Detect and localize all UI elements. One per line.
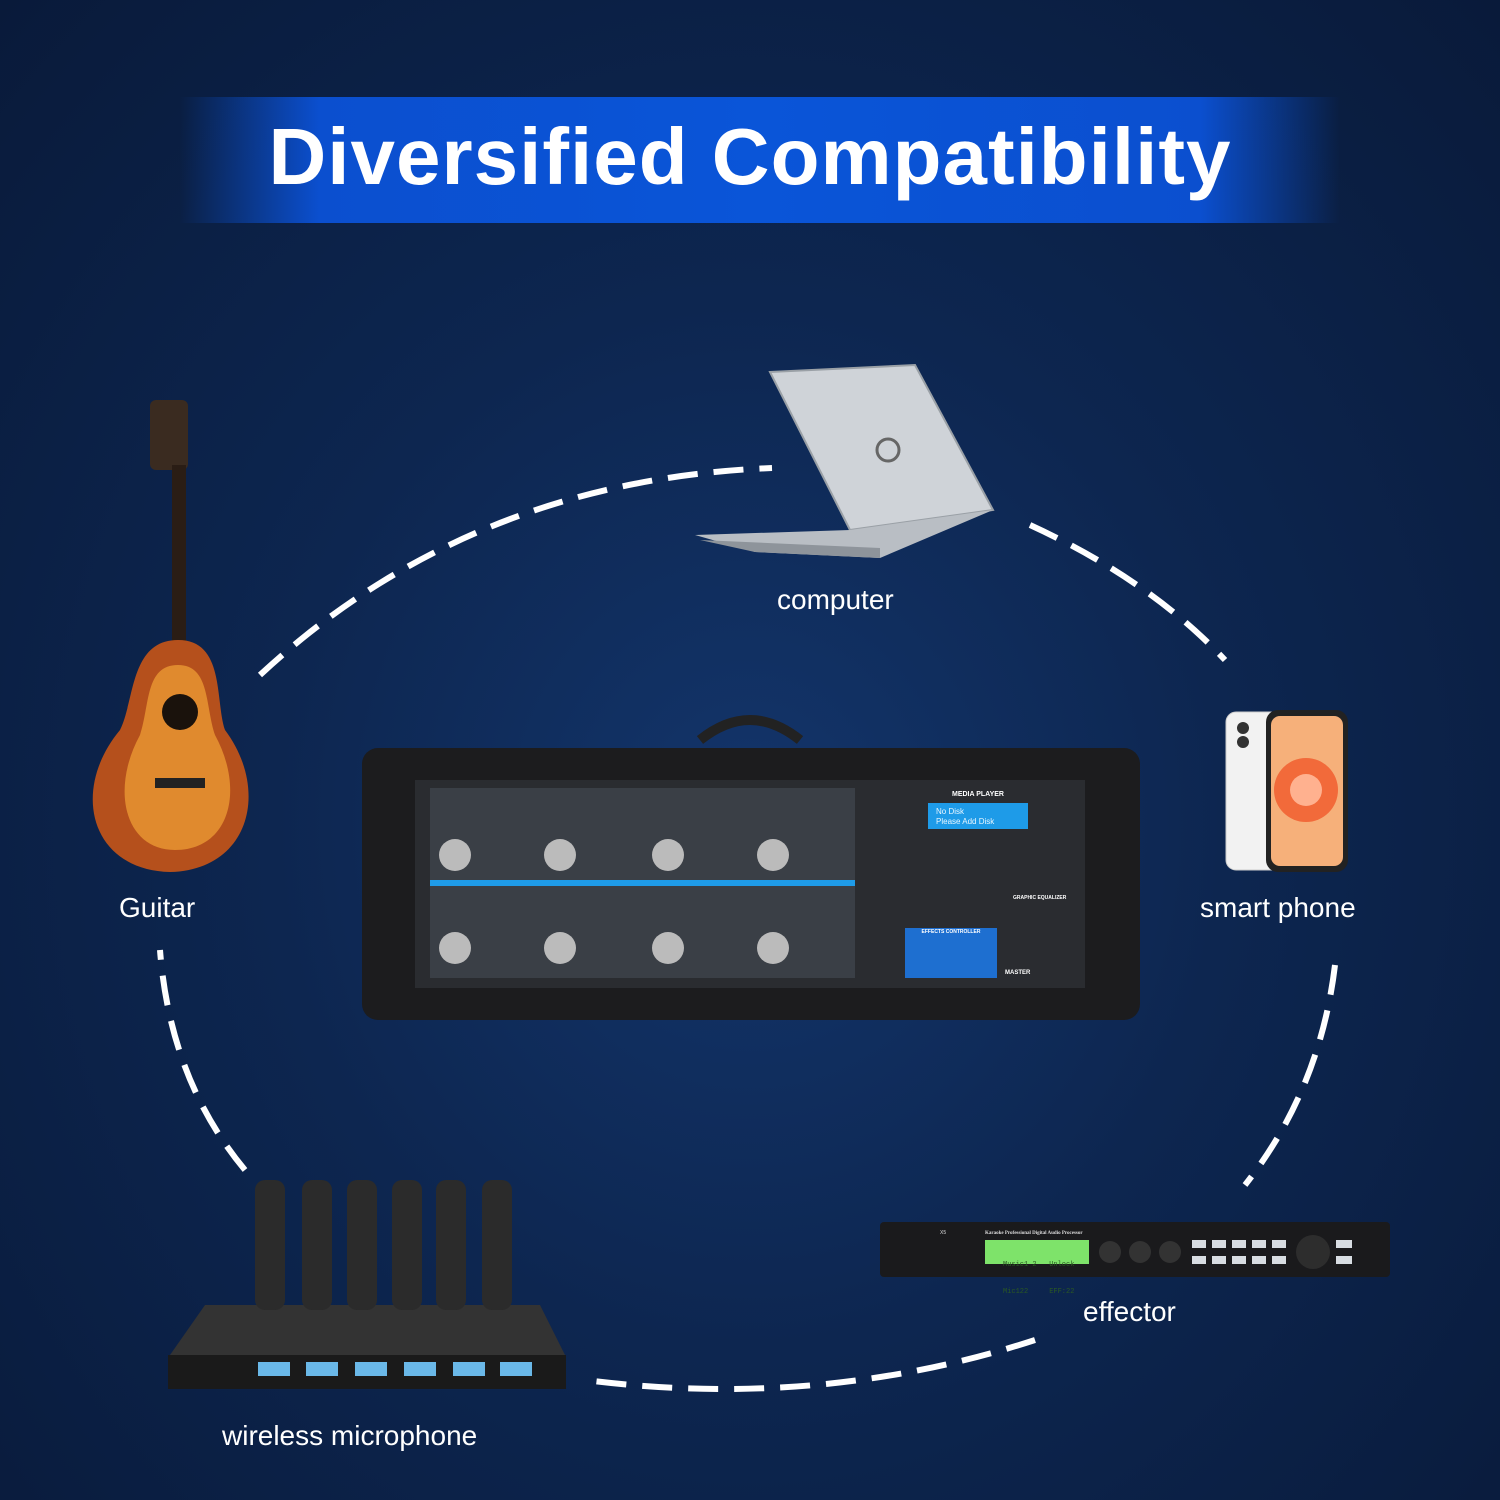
mixer-display: No Disk Please Add Disk xyxy=(936,807,994,827)
effector-label: effector xyxy=(1083,1296,1176,1327)
effector-image xyxy=(880,1222,1390,1277)
effector-display-line2: Mic122 EFF:22 xyxy=(1003,1288,1075,1296)
dashed-arc-bottom xyxy=(584,1337,1036,1392)
page-title: Diversified Compatibility xyxy=(268,112,1232,201)
wireless-microphone-image xyxy=(168,1180,566,1389)
mixer-display-line2: Please Add Disk xyxy=(936,817,995,826)
effector-display: Music1 2 Unlock Mic122 EFF:22 xyxy=(1003,1243,1074,1306)
wireless-microphone-label: wireless microphone xyxy=(222,1420,478,1451)
title-banner xyxy=(180,97,1340,223)
guitar-label: Guitar xyxy=(119,892,196,923)
mixer-display-line1: No Disk xyxy=(936,807,965,816)
effector-display-line1: Music1 2 Unlock xyxy=(1003,1261,1075,1269)
dashed-arc-left xyxy=(157,949,248,1172)
smart-phone-label: smart phone xyxy=(1200,892,1356,923)
dashed-arc-top-right xyxy=(1028,522,1228,663)
smart-phone-image xyxy=(1225,710,1348,872)
mixer-media-player-label: MEDIA PLAYER xyxy=(952,791,1004,798)
effector-model: X5 xyxy=(940,1230,947,1236)
guitar-image xyxy=(92,400,249,872)
computer-label: computer xyxy=(777,584,894,615)
mixer-graphic-equalizer-label: GRAPHIC EQUALIZER xyxy=(1013,895,1067,901)
laptop-image xyxy=(695,363,995,558)
mixer-effects-controller-label: EFFECTS CONTROLLER xyxy=(921,929,981,935)
effector-heading: Karaoke Professional Digital Audio Proce… xyxy=(985,1231,1083,1236)
mixer-image xyxy=(362,715,1140,1020)
dashed-arc-top-left xyxy=(257,465,773,678)
dashed-arc-right xyxy=(1242,964,1338,1187)
mixer-master-label: MASTER xyxy=(1005,970,1031,976)
